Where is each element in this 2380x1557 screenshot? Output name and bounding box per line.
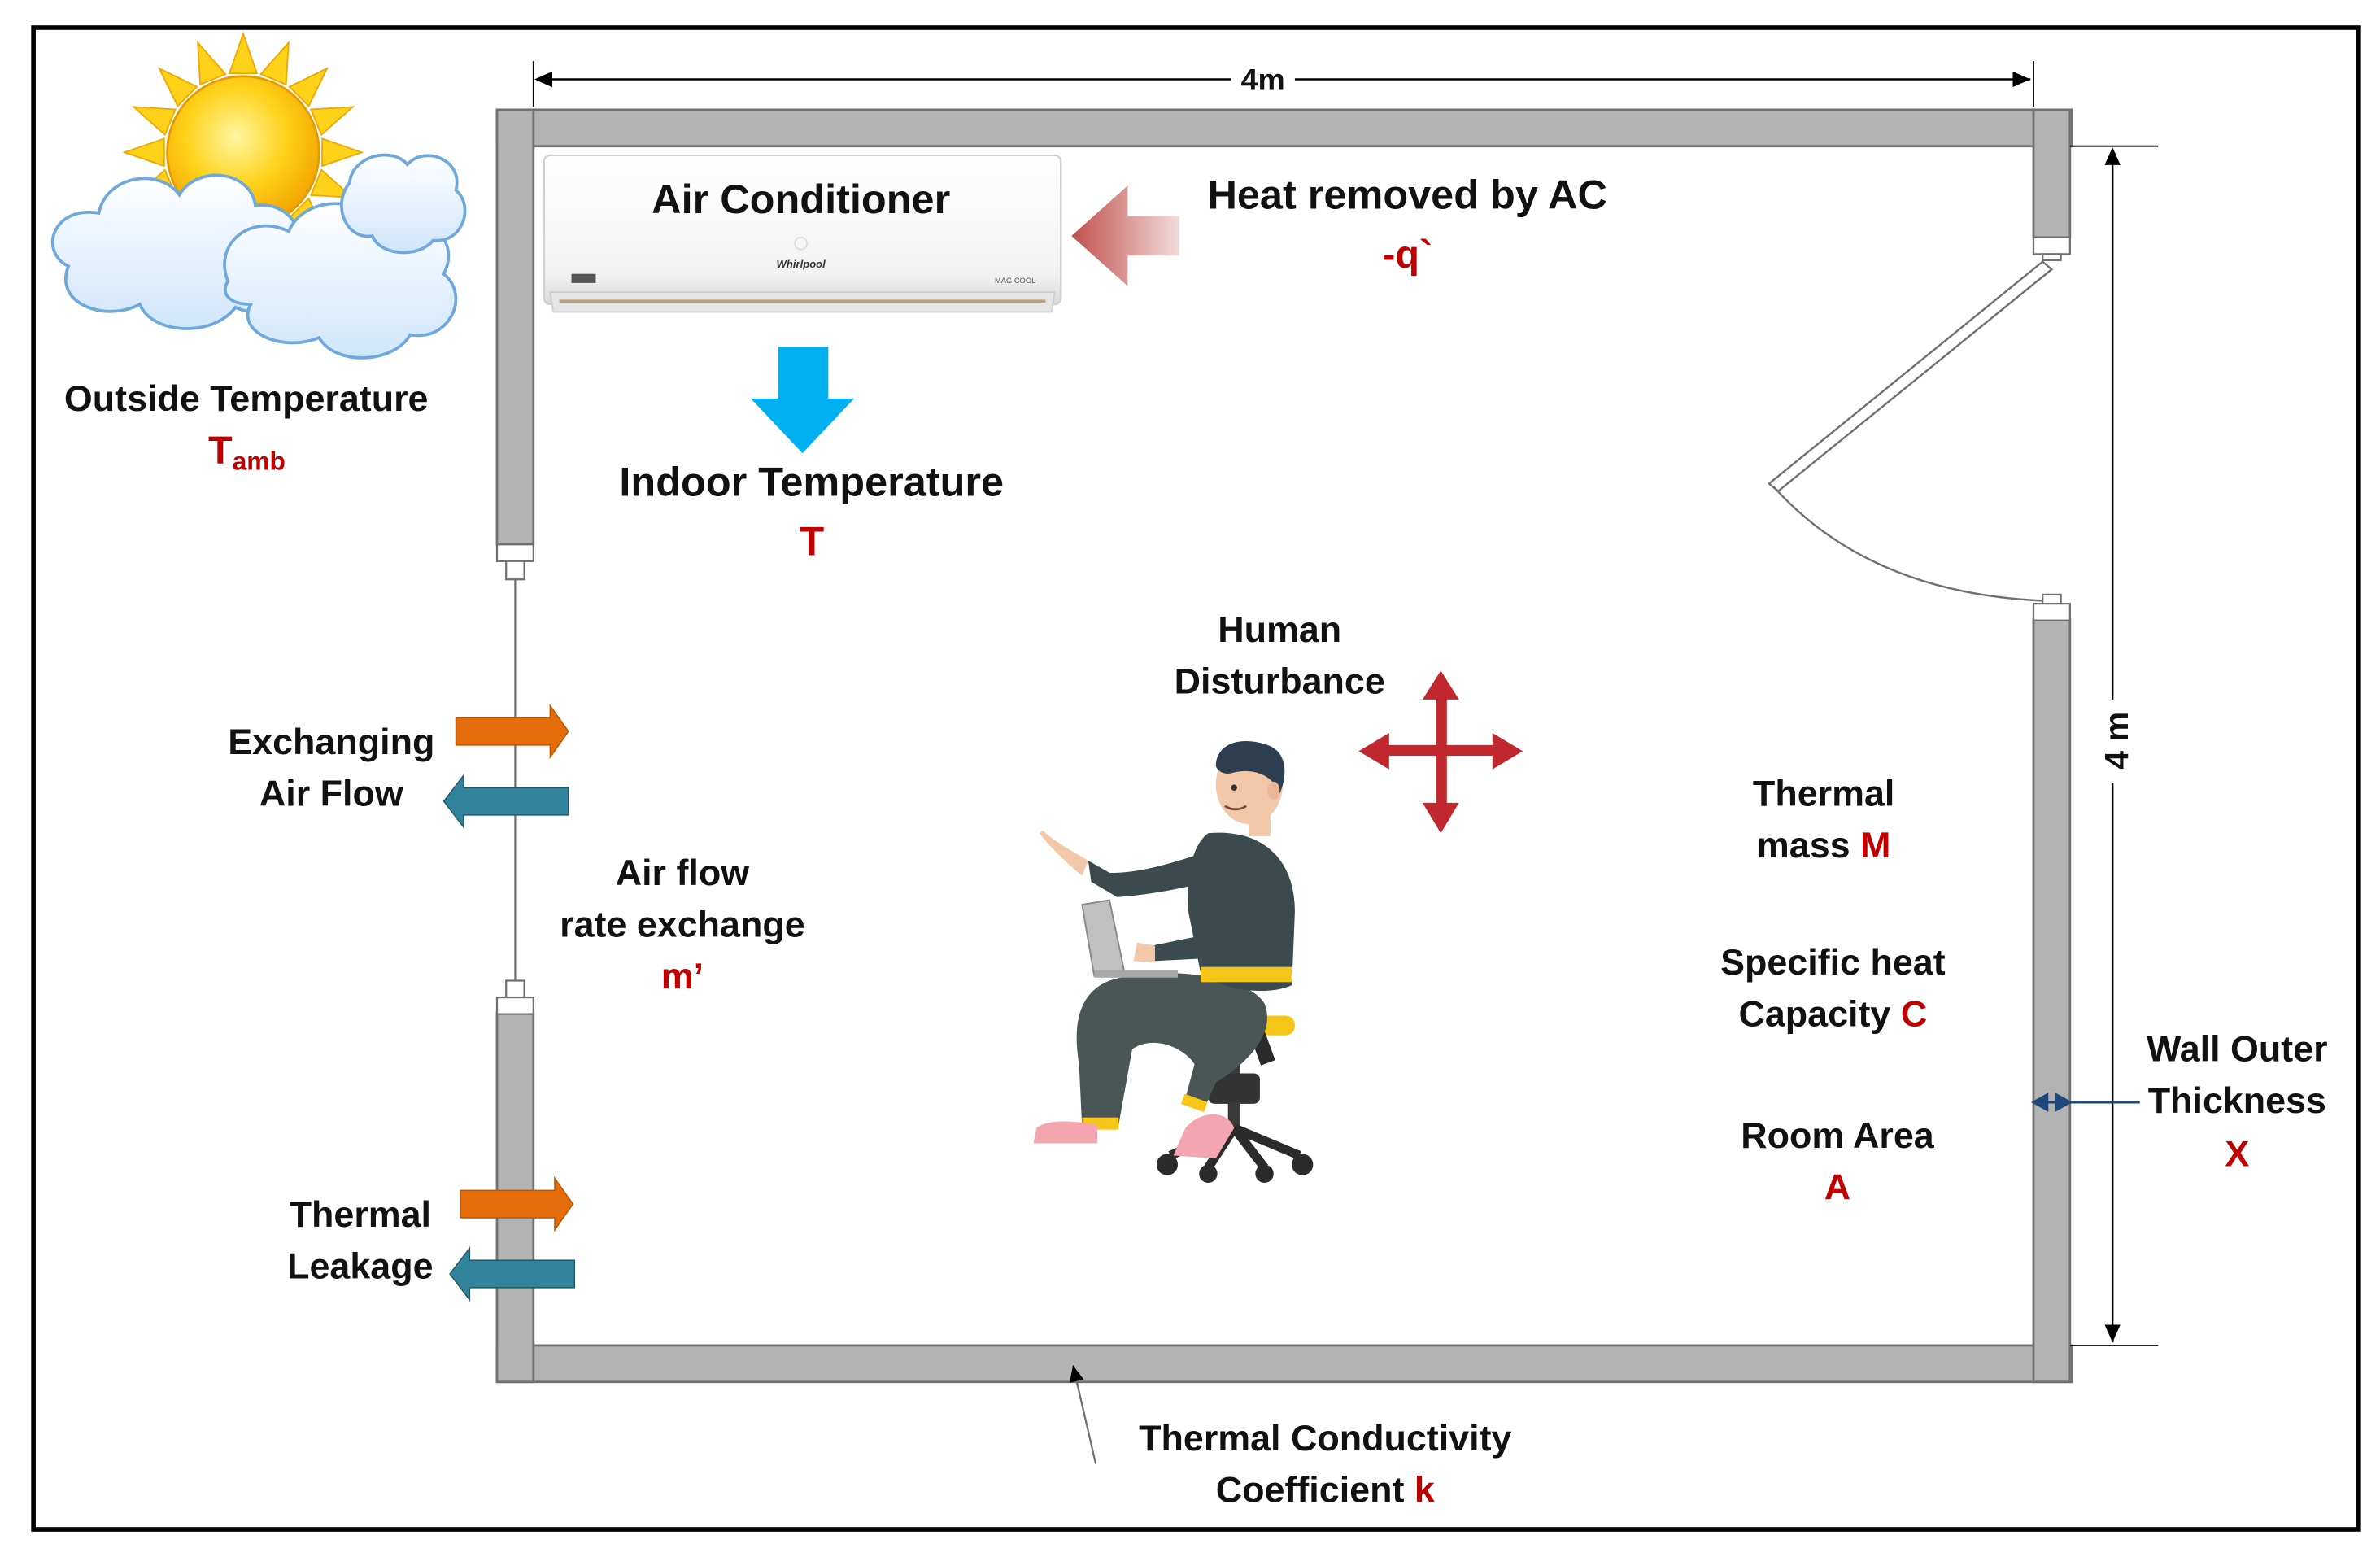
door: [1767, 260, 2054, 602]
thermal-leakage-in-arrow: [460, 1176, 574, 1232]
wall-right-upper: [2032, 108, 2072, 239]
outer-frame: [31, 25, 2361, 1532]
wall-right-lower: [2032, 617, 2072, 1384]
height-dimension-label: 4 m: [2098, 712, 2135, 770]
conductivity-pointer: [1069, 1364, 1097, 1464]
wall-thickness-variable: X: [2225, 1132, 2249, 1174]
wall-bottom: [495, 1344, 2073, 1384]
heat-removed-label: Heat removed by AC: [1207, 171, 1606, 217]
wall-top: [495, 108, 2073, 148]
height-dimension: 4 m: [2069, 145, 2159, 1346]
specific-heat-line2: Capacity C: [1739, 993, 1928, 1035]
thermal-leakage-line1: Thermal: [290, 1193, 431, 1235]
thermal-mass-line1: Thermal: [1753, 773, 1894, 814]
width-dimension-label: 4m: [1241, 63, 1285, 97]
wall-thickness-line2: Thickness: [2148, 1079, 2326, 1121]
human-disturbance-line2: Disturbance: [1175, 660, 1385, 701]
outside-temperature-variable: Tamb: [208, 429, 286, 475]
indoor-temperature-label: Indoor Temperature: [619, 458, 1004, 504]
thermal-conductivity-line1: Thermal Conductivity: [1139, 1417, 1511, 1459]
air-conditioner-unit: Whirlpool MAGICOOL: [543, 154, 1062, 313]
indoor-temperature-variable: T: [799, 517, 824, 564]
wall-thickness-line1: Wall Outer: [2147, 1028, 2328, 1070]
thermal-mass-line2: mass M: [1757, 824, 1890, 866]
heat-removed-arrow: [1071, 185, 1179, 286]
indoor-temperature-arrow: [751, 347, 855, 454]
air-flow-in-arrow: [455, 703, 569, 760]
heat-removed-variable: -q`: [1382, 233, 1432, 277]
air-flow-rate-line2: rate exchange: [560, 903, 805, 944]
thermal-leakage-line2: Leakage: [287, 1245, 433, 1287]
ac-brand-text: Whirlpool: [777, 258, 826, 270]
air-flow-rate-variable: m’: [661, 955, 704, 997]
wall-thickness-indicator: [2030, 1093, 2140, 1112]
room-area-label: Room Area: [1741, 1114, 1935, 1156]
exchanging-air-flow-line1: Exchanging: [228, 721, 434, 762]
room-area-variable: A: [1824, 1167, 1850, 1208]
human-disturbance-line1: Human: [1218, 608, 1341, 650]
specific-heat-line1: Specific heat: [1720, 941, 1946, 983]
exchanging-air-flow-line2: Air Flow: [259, 773, 403, 814]
air-flow-out-arrow: [442, 774, 569, 829]
thermal-conductivity-line2: Coefficient k: [1216, 1468, 1435, 1510]
person-with-laptop: [1033, 740, 1314, 1184]
four-way-arrow-icon: [1358, 670, 1523, 834]
air-conditioner-label: Air Conditioner: [652, 176, 950, 222]
outside-temperature-label: Outside Temperature: [64, 377, 429, 419]
width-dimension: 4m: [532, 61, 2034, 107]
sun-cloud-icon: [50, 31, 467, 360]
air-flow-rate-line1: Air flow: [616, 852, 749, 893]
ac-model-text: MAGICOOL: [995, 277, 1035, 285]
wall-left-upper: [495, 108, 535, 546]
clouds: [50, 153, 467, 360]
thermal-leakage-out-arrow: [449, 1246, 576, 1302]
